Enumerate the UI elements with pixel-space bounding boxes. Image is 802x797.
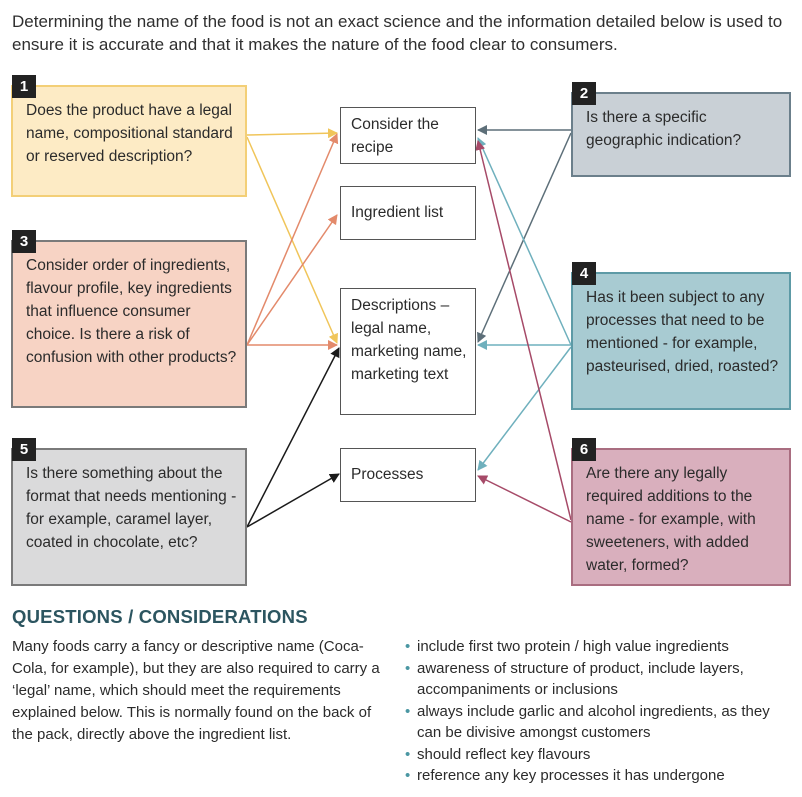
question-number-badge: 6 <box>572 438 596 461</box>
consideration-text: Descriptions – legal name, marketing nam… <box>351 297 467 383</box>
connector-arrows <box>246 125 572 528</box>
considerations-bullet-list: include first two protein / high value i… <box>404 636 796 787</box>
question-box-2: 2 Is there a specific geographic indicat… <box>571 82 791 177</box>
consideration-text: Processes <box>351 466 424 483</box>
arrow-q4-recipe <box>477 137 572 346</box>
question-box-6: 6 Are there any legally required additio… <box>571 438 791 586</box>
question-box-3: 3 Consider order of ingredients, flavour… <box>11 230 247 408</box>
section-heading: QUESTIONS / CONSIDERATIONS <box>12 606 308 627</box>
bullet-item: should reflect key flavours <box>404 744 796 766</box>
bullet-item: include first two protein / high value i… <box>404 636 796 658</box>
question-text: Is there a specific geographic indicatio… <box>586 109 742 149</box>
question-box-5: 5 Is there something about the format th… <box>11 438 247 586</box>
question-box-1: 1 Does the product have a legal name, co… <box>11 75 247 197</box>
question-text: Are there any legally required additions… <box>586 465 756 574</box>
intro-text: Determining the name of the food is not … <box>12 12 783 54</box>
question-text: Has it been subject to any processes tha… <box>586 289 779 375</box>
question-box-4: 4 Has it been subject to any processes t… <box>571 262 791 410</box>
arrow-q6-processes <box>477 475 572 523</box>
consideration-box-ingredient-list: Ingredient list <box>340 186 476 240</box>
question-text: Consider order of ingredients, flavour p… <box>26 257 237 366</box>
consideration-box-recipe: Consider the recipe <box>340 107 476 164</box>
question-text: Does the product have a legal name, comp… <box>26 102 233 165</box>
question-number-badge: 3 <box>12 230 36 253</box>
arrow-q1-recipe <box>246 128 338 139</box>
bullet-item: always include garlic and alcohol ingred… <box>404 701 796 744</box>
bullet-item: awareness of structure of product, inclu… <box>404 658 796 701</box>
section-paragraph: Many foods carry a fancy or descriptive … <box>12 638 380 743</box>
consideration-text: Consider the recipe <box>351 116 439 156</box>
arrow-q3-ingredients <box>246 214 338 346</box>
arrow-q5-descriptions <box>246 347 340 528</box>
bullet-item: reference any key processes it has under… <box>404 765 796 787</box>
arrow-q3-recipe <box>246 133 339 346</box>
question-number-badge: 2 <box>572 82 596 105</box>
question-number-badge: 4 <box>572 262 596 285</box>
arrow-q6-recipe <box>475 140 572 521</box>
question-text: Is there something about the format that… <box>26 465 237 551</box>
question-number-badge: 5 <box>12 438 36 461</box>
consideration-box-processes: Processes <box>340 448 476 502</box>
question-number-badge: 1 <box>12 75 36 98</box>
arrow-q2-descriptions <box>477 132 572 343</box>
consideration-text: Ingredient list <box>351 204 444 221</box>
arrow-q5-processes <box>246 473 340 528</box>
arrow-q4-processes <box>477 346 572 471</box>
consideration-box-descriptions: Descriptions – legal name, marketing nam… <box>340 288 476 415</box>
